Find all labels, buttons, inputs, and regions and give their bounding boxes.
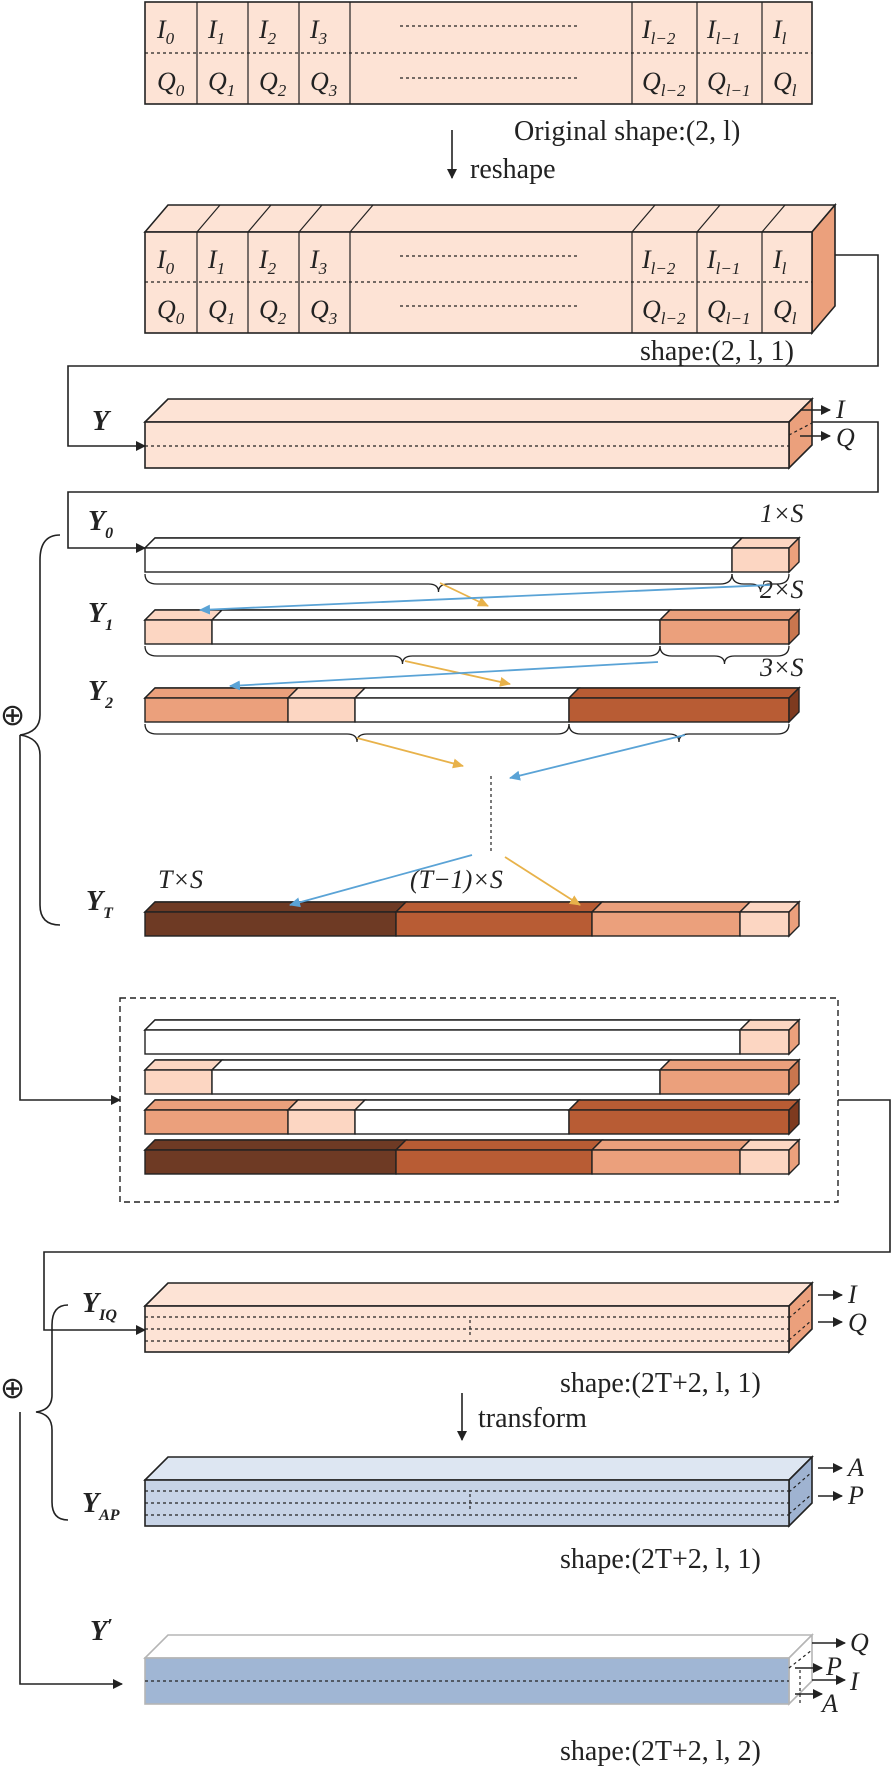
brace-lower bbox=[35, 1304, 69, 1521]
y-out-i: I bbox=[835, 395, 846, 424]
i-cell-2: I2 bbox=[258, 15, 277, 48]
scale-1xs: 1×S bbox=[760, 499, 804, 528]
scale-txs: T×S bbox=[158, 865, 203, 894]
yap-out-p: P bbox=[847, 1481, 864, 1510]
component-bars bbox=[143, 536, 801, 938]
y0-label: Y0 bbox=[88, 506, 113, 542]
original-shape-label: Original shape:(2, l) bbox=[514, 116, 740, 147]
q-cell-2: Q2 bbox=[259, 295, 287, 328]
i-cell-4: Il−2 bbox=[641, 15, 676, 48]
stack-bar-1 bbox=[143, 1058, 801, 1096]
y-tensor bbox=[143, 397, 831, 470]
i-cell-5: Il−1 bbox=[706, 15, 740, 48]
yt-bar bbox=[143, 900, 801, 938]
yiq-label: YIQ bbox=[82, 1288, 117, 1324]
q-cell-5: Ql−1 bbox=[707, 295, 750, 328]
yprime-out-i: I bbox=[849, 1667, 860, 1696]
yap-label: YAP bbox=[82, 1488, 120, 1524]
scale-t1xs: (T−1)×S bbox=[410, 865, 503, 894]
y2-label: Y2 bbox=[88, 676, 113, 712]
y1-label: Y1 bbox=[88, 598, 113, 634]
q-cell-1: Q1 bbox=[208, 67, 235, 100]
stack-bar-2 bbox=[143, 1098, 801, 1136]
y2-bar bbox=[143, 686, 801, 743]
yap-out-a: A bbox=[846, 1453, 864, 1482]
yap-tensor bbox=[143, 1455, 843, 1528]
i-cell-1: I1 bbox=[207, 15, 225, 48]
oplus-upper: ⊕ bbox=[0, 699, 25, 732]
blue-arrows bbox=[199, 584, 771, 908]
shape-2l1-label: shape:(2, l, 1) bbox=[640, 336, 794, 367]
yt-label: YT bbox=[86, 886, 114, 922]
i-cell-5: Il−1 bbox=[706, 245, 740, 278]
stack-bar-3 bbox=[143, 1138, 801, 1176]
q-cell-4: Ql−2 bbox=[642, 295, 686, 328]
scale-2xs: 2×S bbox=[760, 575, 804, 604]
q-cell-3: Q3 bbox=[310, 67, 337, 100]
y1-bar bbox=[143, 608, 801, 665]
q-cell-6: Ql bbox=[773, 295, 797, 328]
i-cell-0: I0 bbox=[156, 245, 175, 278]
transform-label: transform bbox=[478, 1403, 587, 1434]
q-cell-1: Q1 bbox=[208, 295, 235, 328]
i-cell-2: I2 bbox=[258, 245, 277, 278]
q-cell-2: Q2 bbox=[259, 67, 287, 100]
stacked-bars bbox=[143, 1018, 801, 1176]
stack-bar-0 bbox=[143, 1018, 801, 1056]
q-cell-4: Ql−2 bbox=[642, 67, 686, 100]
q-cell-0: Q0 bbox=[157, 67, 185, 100]
q-cell-3: Q3 bbox=[310, 295, 337, 328]
i-cell-6: Il bbox=[772, 245, 787, 278]
q-cell-6: Ql bbox=[773, 67, 797, 100]
i-cell-6: Il bbox=[772, 15, 787, 48]
yiq-out-q: Q bbox=[848, 1308, 867, 1337]
yprime-out-a: A bbox=[820, 1689, 838, 1718]
shape-final-label: shape:(2T+2, l, 2) bbox=[560, 1736, 761, 1767]
yprime-tensor bbox=[143, 1633, 846, 1706]
q-cell-0: Q0 bbox=[157, 295, 185, 328]
yprime-out-q: Q bbox=[850, 1628, 869, 1657]
y-label: Y bbox=[92, 406, 112, 437]
i-cell-3: I3 bbox=[309, 15, 327, 48]
shape-ap-label: shape:(2T+2, l, 1) bbox=[560, 1544, 761, 1575]
q-cell-5: Ql−1 bbox=[707, 67, 750, 100]
yprime-label: Y′ bbox=[90, 1615, 113, 1647]
i-cell-4: Il−2 bbox=[641, 245, 676, 278]
y0-bar bbox=[143, 536, 801, 593]
yprime-out-p: P bbox=[825, 1652, 842, 1681]
shape-iq-label: shape:(2T+2, l, 1) bbox=[560, 1368, 761, 1399]
y-out-q: Q bbox=[836, 423, 855, 452]
i-cell-0: I0 bbox=[156, 15, 175, 48]
i-cell-3: I3 bbox=[309, 245, 327, 278]
oplus-lower: ⊕ bbox=[0, 1372, 25, 1405]
reshape-label: reshape bbox=[470, 154, 556, 185]
brace-upper bbox=[19, 534, 61, 926]
yiq-tensor bbox=[143, 1281, 843, 1354]
i-cell-1: I1 bbox=[207, 245, 225, 278]
yiq-out-i: I bbox=[847, 1280, 858, 1309]
scale-3xs: 3×S bbox=[759, 653, 804, 682]
